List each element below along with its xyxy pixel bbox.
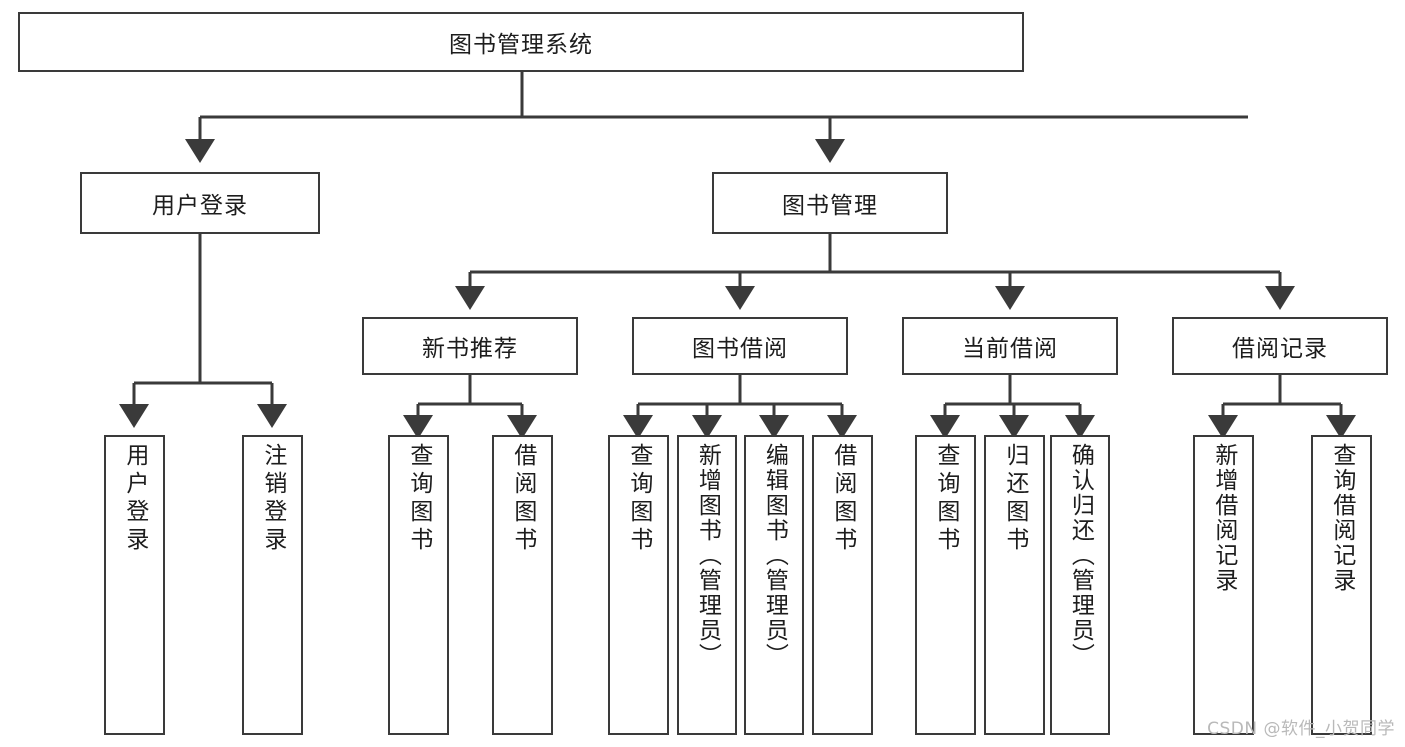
node-label: 当前借阅 <box>962 336 1058 362</box>
node-label: 借阅记录 <box>1232 336 1328 362</box>
node-book-borrow[interactable]: 图书借阅 <box>632 317 848 375</box>
leaf-current-return-book[interactable]: 归还图书 <box>984 435 1045 735</box>
leaf-label: 归还图书 <box>1001 443 1028 555</box>
leaf-borrow-add-book-admin[interactable]: 新增图书（管理员） <box>677 435 737 735</box>
leaf-label: 借阅图书 <box>509 443 536 555</box>
leaf-label: 查询图书 <box>625 443 652 555</box>
node-user-login[interactable]: 用户登录 <box>80 172 320 234</box>
leaf-recommend-borrow-book[interactable]: 借阅图书 <box>492 435 553 735</box>
node-label: 图书管理 <box>782 193 878 219</box>
node-label: 用户登录 <box>152 193 248 219</box>
leaf-record-add-record[interactable]: 新增借阅记录 <box>1193 435 1254 735</box>
leaf-label: 新增借阅记录 <box>1210 443 1237 593</box>
leaf-user-login-login[interactable]: 用户登录 <box>104 435 165 735</box>
leaf-label: 用户登录 <box>121 443 148 555</box>
node-new-book-recommend[interactable]: 新书推荐 <box>362 317 578 375</box>
leaf-label: 查询图书 <box>405 443 432 555</box>
node-current-borrow[interactable]: 当前借阅 <box>902 317 1118 375</box>
node-root-system[interactable]: 图书管理系统 <box>18 12 1024 72</box>
leaf-current-query-book[interactable]: 查询图书 <box>915 435 976 735</box>
leaf-current-confirm-return-admin[interactable]: 确认归还（管理员） <box>1050 435 1110 735</box>
leaf-borrow-borrow-book[interactable]: 借阅图书 <box>812 435 873 735</box>
leaf-label: 注销登录 <box>259 443 286 555</box>
leaf-label: 借阅图书 <box>829 443 856 555</box>
leaf-label: 查询图书 <box>932 443 959 555</box>
leaf-label: 新增图书（管理员） <box>694 443 721 668</box>
node-label: 图书管理系统 <box>449 32 593 58</box>
node-borrow-record[interactable]: 借阅记录 <box>1172 317 1388 375</box>
leaf-borrow-edit-book-admin[interactable]: 编辑图书（管理员） <box>744 435 804 735</box>
leaf-recommend-query-book[interactable]: 查询图书 <box>388 435 449 735</box>
node-label: 新书推荐 <box>422 336 518 362</box>
leaf-label: 确认归还（管理员） <box>1067 443 1094 668</box>
leaf-borrow-query-book[interactable]: 查询图书 <box>608 435 669 735</box>
leaf-label: 编辑图书（管理员） <box>761 443 788 668</box>
node-label: 图书借阅 <box>692 336 788 362</box>
leaf-user-login-logout[interactable]: 注销登录 <box>242 435 303 735</box>
node-book-management[interactable]: 图书管理 <box>712 172 948 234</box>
watermark-text: CSDN @软件_小贺同学 <box>1207 719 1395 739</box>
leaf-label: 查询借阅记录 <box>1328 443 1355 593</box>
leaf-record-query-record[interactable]: 查询借阅记录 <box>1311 435 1372 735</box>
